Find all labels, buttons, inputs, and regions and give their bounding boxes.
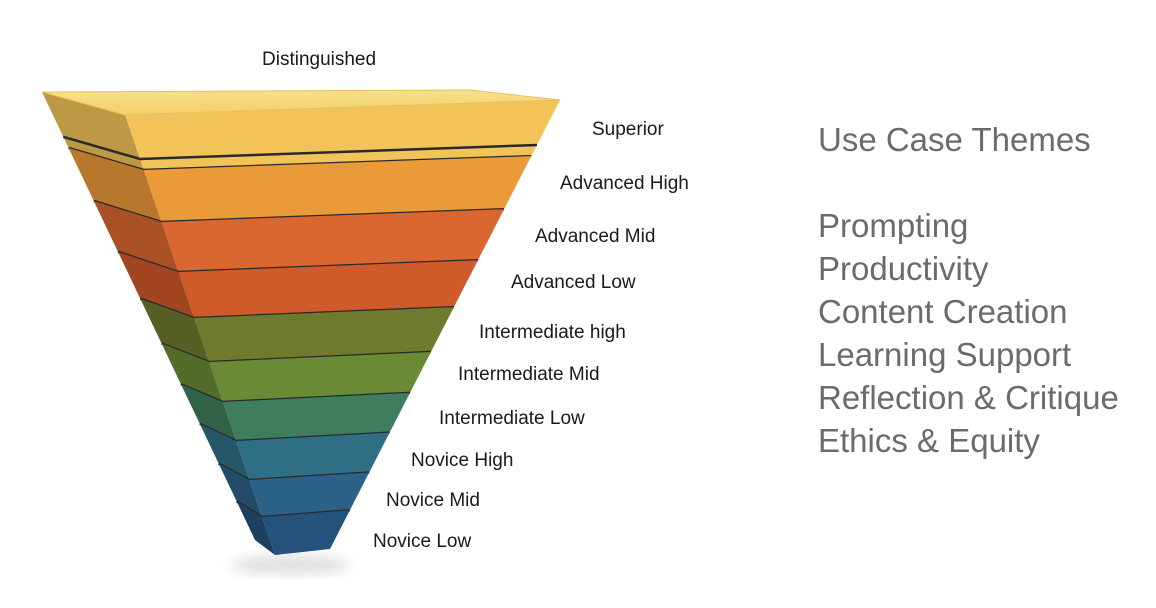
top-level-label: Distinguished [262,49,377,70]
proficiency-pyramid [41,89,561,575]
theme-item: Learning Support [818,336,1072,373]
level-label-advanced-high: Advanced High [560,173,689,194]
pyramid-bands [42,92,560,555]
pyramid-band-side [93,200,179,272]
theme-item: Ethics & Equity [818,422,1040,459]
pyramid-band-front [236,432,390,480]
pyramid-top-face [41,89,561,116]
pyramid-band-side [180,384,237,441]
pyramid-band-front [143,156,532,222]
pyramid-band-side [199,423,250,480]
theme-item: Productivity [818,250,989,287]
theme-item: Content Creation [818,293,1068,330]
theme-item: Prompting [818,207,969,244]
level-label-novice-high: Novice High [411,450,514,471]
use-case-themes: Use Case Themes Prompting Productivity C… [818,118,1119,462]
pyramid-band-front [262,510,350,555]
pyramid-band-side [140,298,210,362]
pyramid-band-front [194,307,454,362]
level-label-intermediate-low: Intermediate Low [439,408,585,429]
level-label-advanced-low: Advanced Low [511,272,636,293]
pyramid-band-side [218,463,263,517]
pyramid-band-front [249,472,370,517]
pyramid-band-side [42,92,144,170]
themes-title: Use Case Themes [818,121,1091,158]
level-label-novice-low: Novice Low [373,531,472,552]
pyramid-band-front [125,100,560,170]
pyramid-band-side [161,343,223,402]
level-label-advanced-mid: Advanced Mid [535,226,656,247]
pyramid-band-front [222,392,410,441]
pyramid-band-front [178,260,478,318]
pyramid-band-side [236,501,275,555]
level-label-superior: Superior [592,119,664,140]
theme-item: Reflection & Critique [818,379,1119,416]
pyramid-band-front [209,352,431,402]
level-label-novice-mid: Novice Mid [386,490,480,511]
level-label-intermediate-mid: Intermediate Mid [458,364,600,385]
pyramid-band-front [161,209,505,272]
pyramid-band-side [68,148,162,222]
level-label-intermediate-high: Intermediate high [479,322,626,343]
pyramid-band-side [118,251,195,318]
pyramid-top-divider [62,135,538,161]
